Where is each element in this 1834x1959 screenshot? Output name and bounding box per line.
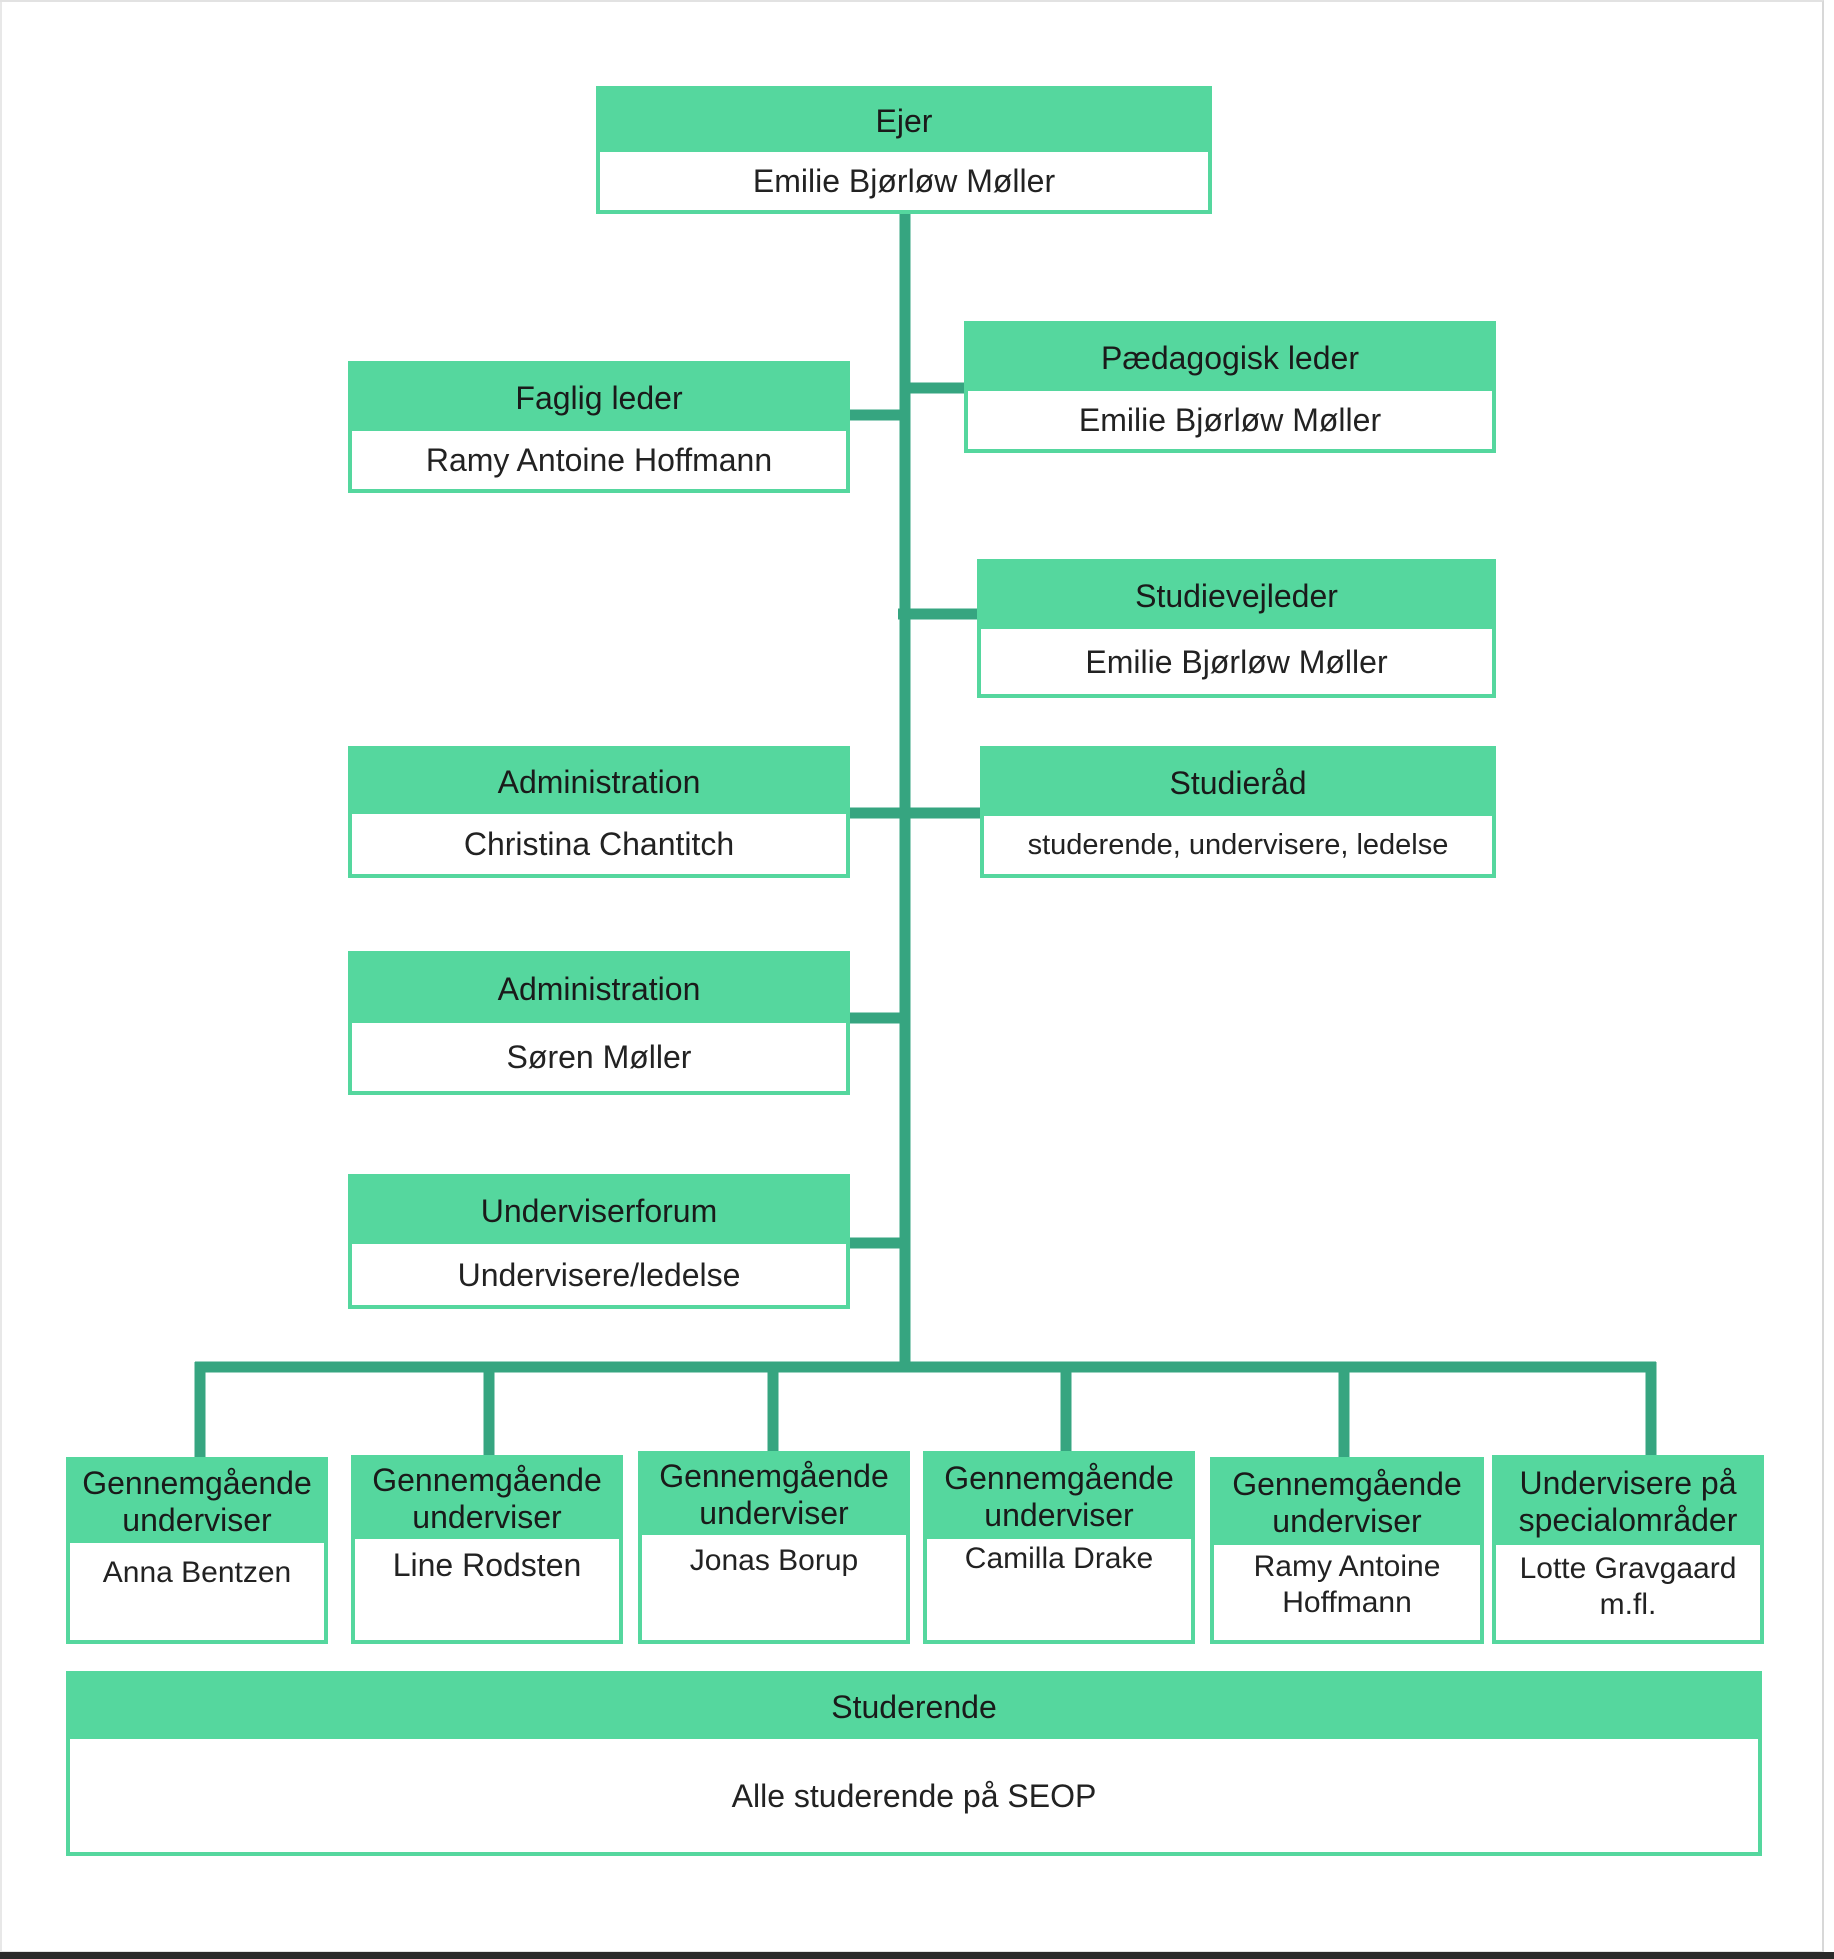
- teacher-box-1: Gennemgående underviser Anna Bentzen: [66, 1457, 328, 1644]
- page-border-left: [0, 0, 2, 1959]
- administration-box-1: Administration Christina Chantitch: [348, 746, 850, 878]
- studievejleder-title: Studievejleder: [981, 563, 1492, 629]
- page-border-bottom: [0, 1952, 1834, 1959]
- teacher-box-6: Undervisere på specialområder Lotte Grav…: [1492, 1455, 1764, 1644]
- owner-name: Emilie Bjørløw Møller: [752, 163, 1056, 199]
- teacher-name-3: Jonas Borup: [689, 1544, 859, 1577]
- teacher-box-2: Gennemgående underviser Line Rodsten: [351, 1455, 623, 1644]
- teacher-title-2: Gennemgående underviser: [355, 1459, 619, 1539]
- administration-name-1: Christina Chantitch: [463, 826, 735, 862]
- faglig-leder-box: Faglig leder Ramy Antoine Hoffmann: [348, 361, 850, 493]
- teacher-title-3: Gennemgående underviser: [642, 1455, 906, 1535]
- studievejleder-box: Studievejleder Emilie Bjørløw Møller: [977, 559, 1496, 698]
- underviserforum-box: Underviserforum Undervisere/ledelse: [348, 1174, 850, 1309]
- studieraad-members: studerende, undervisere, ledelse: [1027, 829, 1449, 861]
- faglig-leder-title: Faglig leder: [352, 365, 846, 431]
- students-name: Alle studerende på SEOP: [731, 1777, 1097, 1814]
- administration-box-2: Administration Søren Møller: [348, 951, 850, 1095]
- teacher-name-4: Camilla Drake: [964, 1542, 1154, 1575]
- administration-title-1: Administration: [352, 750, 846, 814]
- teacher-title-5: Gennemgående underviser: [1214, 1461, 1480, 1545]
- teacher-box-5: Gennemgående underviser Ramy Antoine Hof…: [1210, 1457, 1484, 1644]
- teacher-name-5: Ramy Antoine Hoffmann: [1253, 1550, 1441, 1619]
- owner-box: Ejer Emilie Bjørløw Møller: [596, 86, 1212, 214]
- studievejleder-name: Emilie Bjørløw Møller: [1085, 643, 1388, 680]
- owner-title: Ejer: [600, 90, 1208, 152]
- studieraad-title: Studieråd: [984, 750, 1492, 816]
- studieraad-box: Studieråd studerende, undervisere, ledel…: [980, 746, 1496, 878]
- underviserforum-title: Underviserforum: [352, 1178, 846, 1244]
- students-box: Studerende Alle studerende på SEOP: [66, 1671, 1762, 1856]
- teacher-name-6: Lotte Gravgaard m.fl.: [1519, 1552, 1737, 1621]
- underviserforum-name: Undervisere/ledelse: [457, 1256, 741, 1293]
- teacher-name-2: Line Rodsten: [392, 1547, 582, 1583]
- teacher-title-4: Gennemgående underviser: [927, 1455, 1191, 1539]
- teacher-title-1: Gennemgående underviser: [70, 1461, 324, 1543]
- administration-name-2: Søren Møller: [506, 1039, 692, 1075]
- administration-title-2: Administration: [352, 955, 846, 1023]
- paedagogisk-leder-box: Pædagogisk leder Emilie Bjørløw Møller: [964, 321, 1496, 453]
- faglig-leder-name: Ramy Antoine Hoffmann: [425, 442, 773, 478]
- students-title: Studerende: [70, 1675, 1758, 1739]
- teacher-box-3: Gennemgående underviser Jonas Borup: [638, 1451, 910, 1644]
- paedagogisk-leder-title: Pædagogisk leder: [968, 325, 1492, 391]
- paedagogisk-leder-name: Emilie Bjørløw Møller: [1078, 402, 1382, 438]
- teacher-title-6: Undervisere på specialområder: [1496, 1459, 1760, 1545]
- teacher-name-1: Anna Bentzen: [102, 1556, 292, 1589]
- teacher-box-4: Gennemgående underviser Camilla Drake: [923, 1451, 1195, 1644]
